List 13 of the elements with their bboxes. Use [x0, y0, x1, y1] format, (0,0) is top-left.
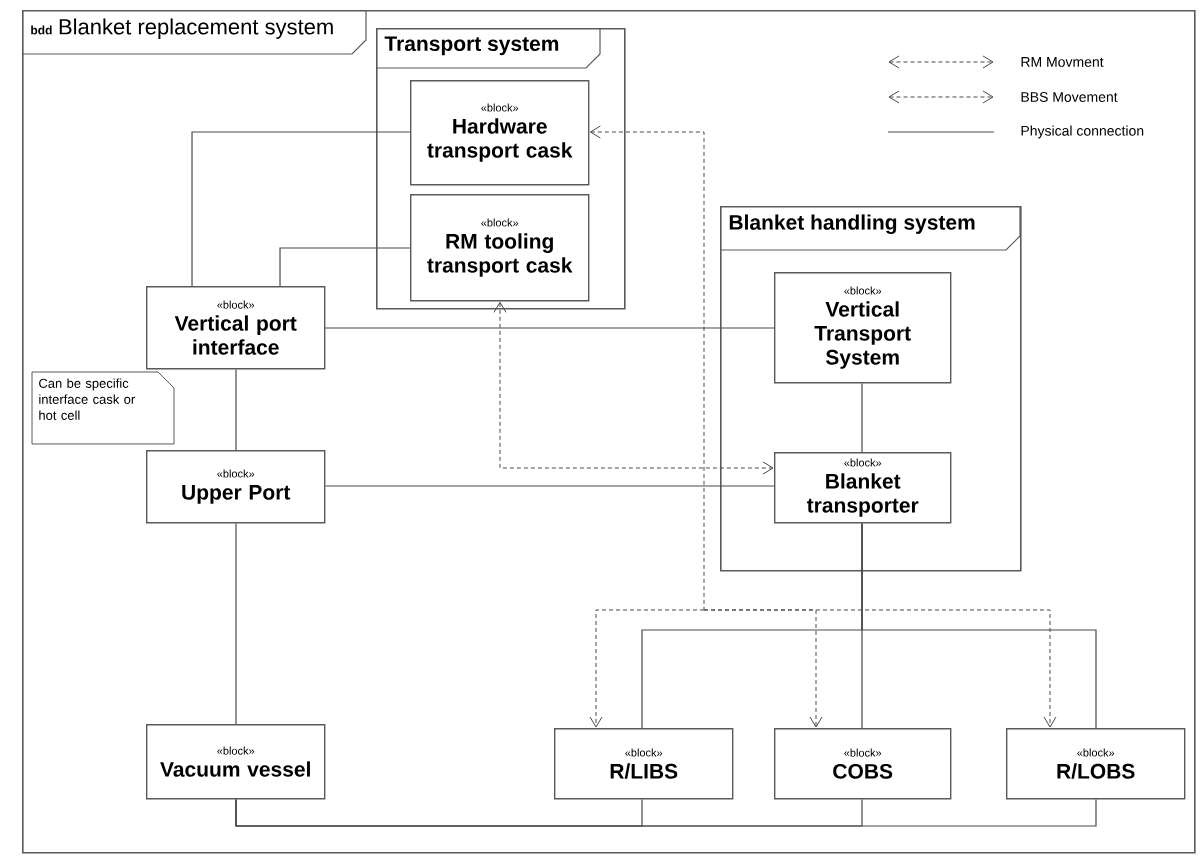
connection-line	[235, 522, 237, 725]
connection-line	[279, 247, 411, 287]
movement-arrow	[493, 301, 774, 475]
connection-line	[191, 131, 411, 287]
connection-line	[861, 522, 1097, 729]
connection-line	[235, 368, 237, 451]
connection-line	[235, 798, 1097, 827]
movement-arrow	[703, 609, 1057, 728]
movement-arrow	[589, 125, 705, 611]
movement-arrow	[589, 609, 705, 728]
connection-line	[324, 485, 775, 487]
connection-line	[861, 382, 863, 453]
connection-line	[324, 327, 775, 329]
